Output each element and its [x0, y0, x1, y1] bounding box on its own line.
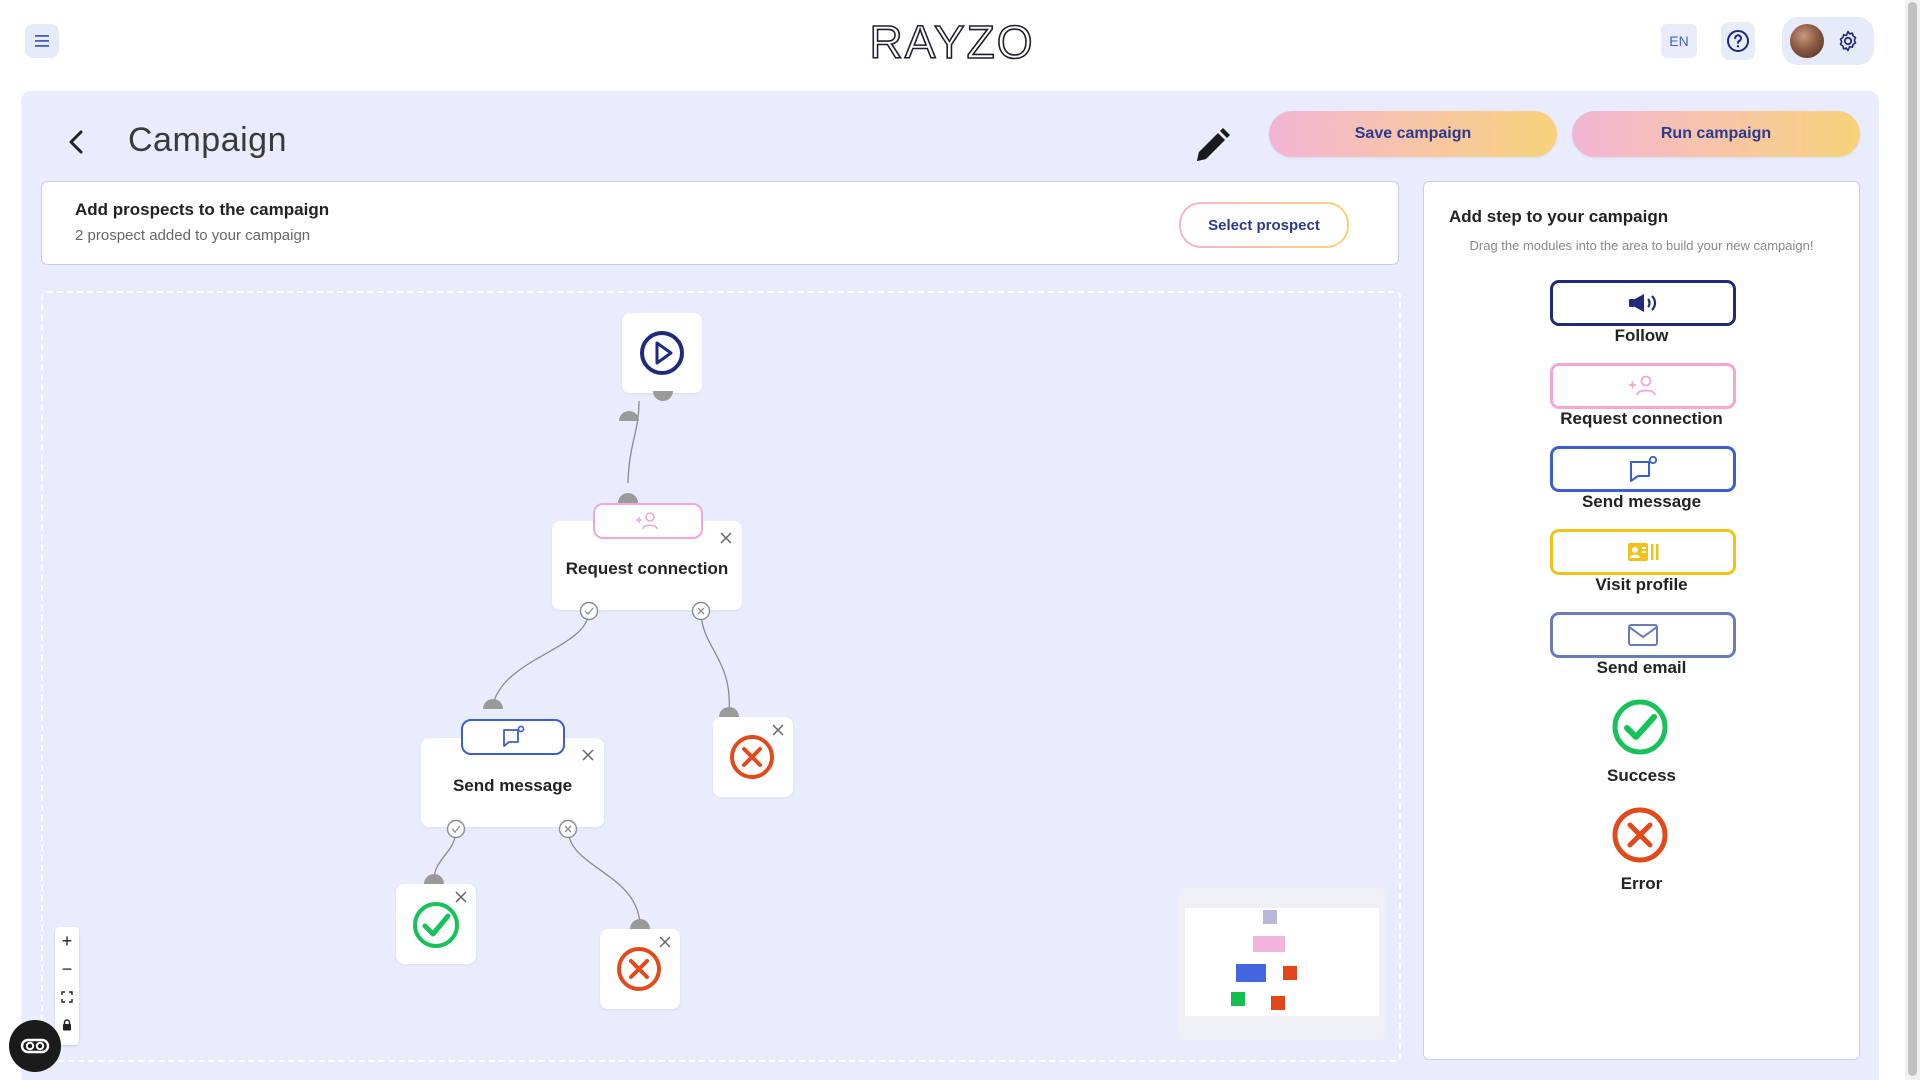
- steps-panel: Add step to your campaign Drag the modul…: [1423, 181, 1860, 1060]
- minimap-nodes: [1231, 910, 1297, 1010]
- module-label: Send message: [1581, 492, 1702, 511]
- select-prospect-button[interactable]: Select prospect: [1179, 202, 1349, 248]
- page-scrollbar[interactable]: [1905, 0, 1920, 1080]
- avatar[interactable]: [1790, 24, 1824, 58]
- error-icon: [730, 735, 774, 779]
- message-input-handle[interactable]: [483, 697, 503, 709]
- module-send-message[interactable]: [1550, 446, 1736, 492]
- start-output-handle[interactable]: [653, 391, 673, 403]
- minimap-viewport: [1185, 908, 1379, 1016]
- page-title: Campaign: [128, 121, 287, 159]
- node-label: Send message: [452, 776, 573, 795]
- module-label: Request connection: [1560, 409, 1723, 428]
- menu-button[interactable]: [25, 24, 59, 58]
- module-label: Error: [1620, 874, 1663, 893]
- chevron-left-icon: [69, 130, 83, 154]
- megaphone-icon: [1629, 294, 1657, 312]
- back-button[interactable]: [64, 127, 88, 157]
- hamburger-icon: [35, 35, 49, 47]
- run-campaign-button[interactable]: Run campaign: [1572, 111, 1860, 157]
- message-icon: [503, 725, 525, 747]
- scroll-thumb[interactable]: [1908, 2, 1917, 1076]
- eye-glasses-icon: [20, 1038, 50, 1054]
- lock-button[interactable]: [55, 1011, 79, 1039]
- close-icon[interactable]: [771, 723, 785, 737]
- prospects-count: 2 prospect added to your campaign: [75, 227, 311, 244]
- module-request-connection[interactable]: [1550, 363, 1736, 409]
- module-error[interactable]: [1612, 807, 1668, 863]
- help-icon: [1727, 30, 1749, 52]
- start-node[interactable]: [622, 313, 702, 393]
- error-node[interactable]: [600, 929, 680, 1009]
- success-node[interactable]: [396, 884, 476, 964]
- module-send-email[interactable]: [1550, 612, 1736, 658]
- save-campaign-button[interactable]: Save campaign: [1269, 111, 1557, 157]
- campaign-editor: Campaign Save campaign Run campaign Add …: [21, 91, 1879, 1080]
- send-message-icon-box: [461, 719, 565, 755]
- success-branch-handle[interactable]: [446, 819, 466, 839]
- error-input-handle[interactable]: [630, 917, 650, 929]
- message-icon: [1630, 455, 1658, 482]
- module-label: Visit profile: [1595, 575, 1688, 594]
- module-follow[interactable]: [1550, 280, 1736, 326]
- help-button[interactable]: [1721, 22, 1755, 60]
- zoom-in-button[interactable]: +: [61, 930, 73, 951]
- rayzo-logo: RAYZO: [872, 15, 1032, 69]
- request-input-handle[interactable]: [618, 491, 638, 503]
- close-icon[interactable]: [581, 748, 595, 762]
- svg-text:RAYZO: RAYZO: [872, 16, 1032, 68]
- zoom-out-button[interactable]: −: [61, 958, 73, 979]
- node-label: Request connection: [565, 559, 729, 578]
- failure-branch-handle[interactable]: [558, 819, 578, 839]
- failure-branch-handle[interactable]: [691, 601, 711, 621]
- steps-title: Add step to your campaign: [1449, 207, 1669, 226]
- profile-card-icon: [1628, 543, 1659, 561]
- fit-view-icon: [61, 991, 73, 1003]
- close-icon[interactable]: [454, 890, 468, 904]
- zoom-controls: + −: [55, 927, 79, 1045]
- module-label: Success: [1607, 766, 1676, 785]
- success-input-handle[interactable]: [424, 872, 444, 884]
- prospects-title: Add prospects to the campaign: [75, 200, 330, 219]
- mail-icon: [1628, 624, 1658, 646]
- play-icon: [640, 331, 684, 375]
- success-icon: [413, 902, 459, 948]
- pencil-icon: [1197, 128, 1230, 161]
- error-node[interactable]: [713, 717, 793, 797]
- request-connection-icon-box: [593, 503, 703, 539]
- fit-view-button[interactable]: [55, 983, 79, 1011]
- edit-title-button[interactable]: [1189, 125, 1233, 169]
- close-icon[interactable]: [719, 531, 733, 545]
- error-input-handle[interactable]: [719, 705, 739, 717]
- module-label: Follow: [1614, 326, 1669, 345]
- flow-canvas[interactable]: Request connection Send message: [41, 291, 1401, 1062]
- module-label: Send email: [1596, 658, 1687, 677]
- add-user-icon: [636, 512, 658, 530]
- steps-subtitle: Drag the modules into the area to build …: [1469, 238, 1814, 253]
- module-visit-profile[interactable]: [1550, 529, 1736, 575]
- error-icon: [617, 947, 661, 991]
- minimap[interactable]: [1179, 888, 1385, 1040]
- close-icon[interactable]: [658, 935, 672, 949]
- user-menu[interactable]: [1782, 17, 1874, 65]
- prospects-card: Add prospects to the campaign 2 prospect…: [41, 181, 1399, 265]
- gear-icon[interactable]: [1836, 29, 1860, 53]
- accessibility-button[interactable]: [9, 1020, 61, 1072]
- lock-icon: [63, 1019, 71, 1031]
- add-user-icon: [1629, 375, 1656, 396]
- module-success[interactable]: [1612, 699, 1668, 755]
- top-bar: RAYZO EN: [0, 0, 1920, 84]
- success-branch-handle[interactable]: [579, 601, 599, 621]
- language-button[interactable]: EN: [1661, 24, 1697, 58]
